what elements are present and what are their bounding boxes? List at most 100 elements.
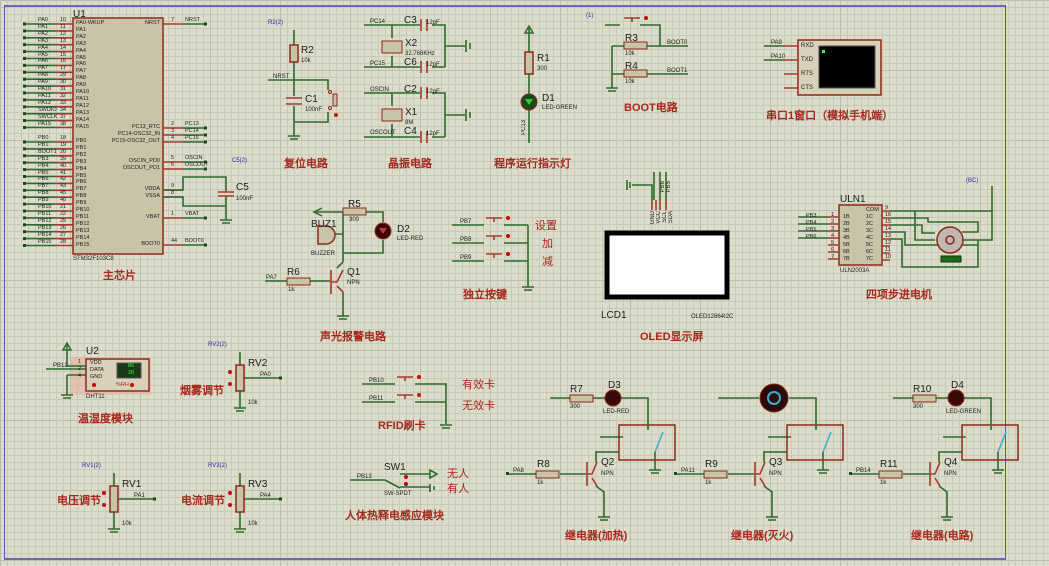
pot-ref: RV2 — [248, 358, 268, 369]
potentiometers[interactable] — [102, 352, 282, 533]
uln-net-label: PB3 — [806, 213, 817, 219]
mcu-net-label: PC15 — [185, 135, 199, 141]
net-terminal — [506, 472, 509, 475]
mcu-pin-name: PB3 — [76, 158, 87, 165]
crystal-circuit[interactable] — [364, 19, 471, 143]
dht11-sensor[interactable] — [46, 341, 151, 399]
mcu-net-label: SWCLK — [38, 113, 58, 120]
relay-led — [947, 389, 965, 407]
net-terminal — [23, 91, 26, 95]
mcu-ref: U1 — [73, 9, 86, 20]
q1-ref: Q1 — [347, 267, 361, 278]
mcu-pin-name: PC14-OSC32_IN — [117, 131, 160, 137]
uln-pin-name: COM — [866, 207, 879, 213]
net-pb10: PB10 — [369, 378, 384, 384]
mcu-pin-number: 5 — [171, 155, 175, 161]
mcu-pin-name: PA11 — [76, 95, 89, 102]
r4-ref: R4 — [625, 61, 638, 72]
mcu-pin-number: 17 — [60, 65, 67, 72]
key-switches[interactable] — [452, 216, 534, 291]
oled-part: OLED12864I2C — [691, 314, 734, 320]
section-title-current: 电流调节 — [181, 495, 225, 507]
fan-icon — [767, 391, 781, 405]
stepper-circuit[interactable] — [798, 186, 993, 268]
section-title-stepper: 四项步进电机 — [866, 289, 932, 301]
section-title-relay-heat: 继电器(加热) — [565, 530, 628, 542]
c4-value: 12pF — [426, 131, 440, 137]
boot-circuit[interactable] — [605, 16, 688, 92]
section-title-run-led: 程序运行指示灯 — [494, 158, 571, 170]
rfid-switches[interactable] — [362, 375, 452, 429]
relay-transistor — [754, 461, 766, 487]
uln-pin-name: 7C — [866, 256, 874, 262]
net-pa9: PA9 — [771, 40, 782, 46]
relay-box — [618, 424, 676, 461]
mcu-net-label: PB14 — [38, 231, 52, 238]
virtual-terminal[interactable] — [764, 39, 882, 96]
mcu-chip-body[interactable] — [72, 17, 164, 255]
r1-ref: R1 — [537, 53, 550, 64]
sw1-part: SW-SPDT — [384, 491, 412, 497]
d2-value: LED-RED — [397, 236, 424, 242]
reset-circuit[interactable] — [268, 30, 338, 140]
pot-indicator — [228, 491, 232, 495]
dht-pin-1: 1 — [78, 359, 82, 365]
c1-value: 100nF — [305, 107, 323, 113]
mcu-pin-name: PB5 — [76, 172, 87, 179]
section-title-mcu: 主芯片 — [103, 270, 136, 282]
mcu-pin-name: PC13_RTC — [131, 124, 160, 130]
net-terminal — [204, 140, 207, 144]
mcu-pin-name: PA9 — [76, 82, 86, 89]
d1-ref: D1 — [542, 93, 555, 104]
mcu-pin-number: 2 — [171, 121, 175, 127]
mcu-pin-number: 32 — [60, 92, 67, 99]
r6-ref: R6 — [287, 267, 300, 278]
relay-wire — [508, 436, 661, 521]
section-title-pir: 人体热释电感应模块 — [345, 510, 444, 522]
c1-ref: C1 — [305, 94, 318, 105]
section-title-rfid: RFID刷卡 — [378, 420, 426, 432]
r5-value: 300 — [349, 217, 360, 223]
pot-net: PA4 — [260, 493, 271, 499]
uln-pin-number: 3 — [831, 226, 835, 232]
uln-pin-name: 2C — [866, 221, 874, 227]
relay-circuits[interactable] — [506, 383, 1019, 521]
mcu-net-label: PB12 — [38, 217, 52, 224]
mcu-net-label: PB3 — [38, 155, 49, 162]
mcu-pin-number: 29 — [60, 72, 67, 79]
x2-ref: X2 — [405, 38, 418, 49]
mcu-net-label: PB6 — [38, 176, 49, 183]
relay-input-resistor-value: 1k — [880, 480, 887, 486]
mcu-pin-number: 41 — [60, 169, 67, 176]
relay-led-resistor-value: 300 — [570, 404, 581, 410]
pot-value: 10k — [122, 521, 132, 527]
oled-display[interactable] — [604, 172, 730, 300]
c5-probe: C5(2) — [232, 158, 248, 164]
relay-input-resistor-ref: R8 — [537, 459, 550, 470]
pot-voltage — [109, 485, 119, 513]
relay-led-value: LED-RED — [603, 409, 630, 415]
dht-pin-vdd: VDD — [90, 360, 102, 366]
r2-value: 10k — [301, 58, 311, 64]
pir-switch[interactable] — [350, 468, 439, 492]
net-terminal — [23, 29, 26, 33]
c2-ref: C2 — [404, 84, 417, 95]
net-terminal — [23, 202, 26, 206]
net-pb11: PB11 — [369, 396, 384, 402]
pot-indicator — [228, 503, 232, 507]
net-terminal — [23, 237, 26, 241]
mcu-net-label: SWDIO — [38, 106, 57, 113]
mcu-net-label: PB0 — [38, 135, 49, 141]
capacitor-c5[interactable] — [163, 176, 234, 224]
dht-temperature-readout: 20 — [128, 370, 135, 376]
key-net-label: PB7 — [460, 219, 472, 225]
run-led-circuit[interactable] — [520, 24, 538, 143]
mcu-pin-name: PB4 — [76, 165, 87, 172]
mcu-pin-number: 30 — [60, 79, 67, 86]
net-terminal — [674, 472, 677, 475]
alarm-circuit[interactable] — [265, 207, 392, 320]
mcu-pin-number: 1 — [171, 211, 175, 217]
mcu-pin-number: 43 — [60, 183, 67, 190]
net-pb12: PB12 — [53, 363, 68, 369]
